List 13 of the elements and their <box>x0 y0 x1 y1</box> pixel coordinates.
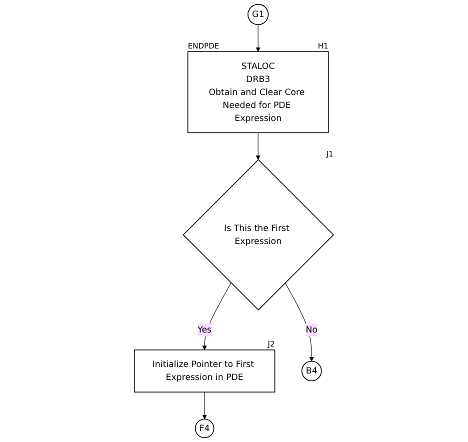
node-box: STALOC DRB3 Obtain and Clear Core Needed for PDE Expression <box>187 51 329 134</box>
node-diamond: Is This the First Expression <box>182 159 334 311</box>
arrow <box>202 392 207 420</box>
edge-label: Yes <box>198 324 212 335</box>
edge-label: No <box>306 324 318 335</box>
node-box: Initialize Pointer to First Expression in PDE <box>134 350 276 392</box>
node-circle: B4 <box>301 360 322 382</box>
arrow <box>284 282 314 362</box>
arrow <box>202 282 232 350</box>
arrow <box>256 132 260 160</box>
arrow <box>256 24 260 52</box>
node-circle: G1 <box>248 4 269 26</box>
node-circle: F4 <box>194 418 214 438</box>
